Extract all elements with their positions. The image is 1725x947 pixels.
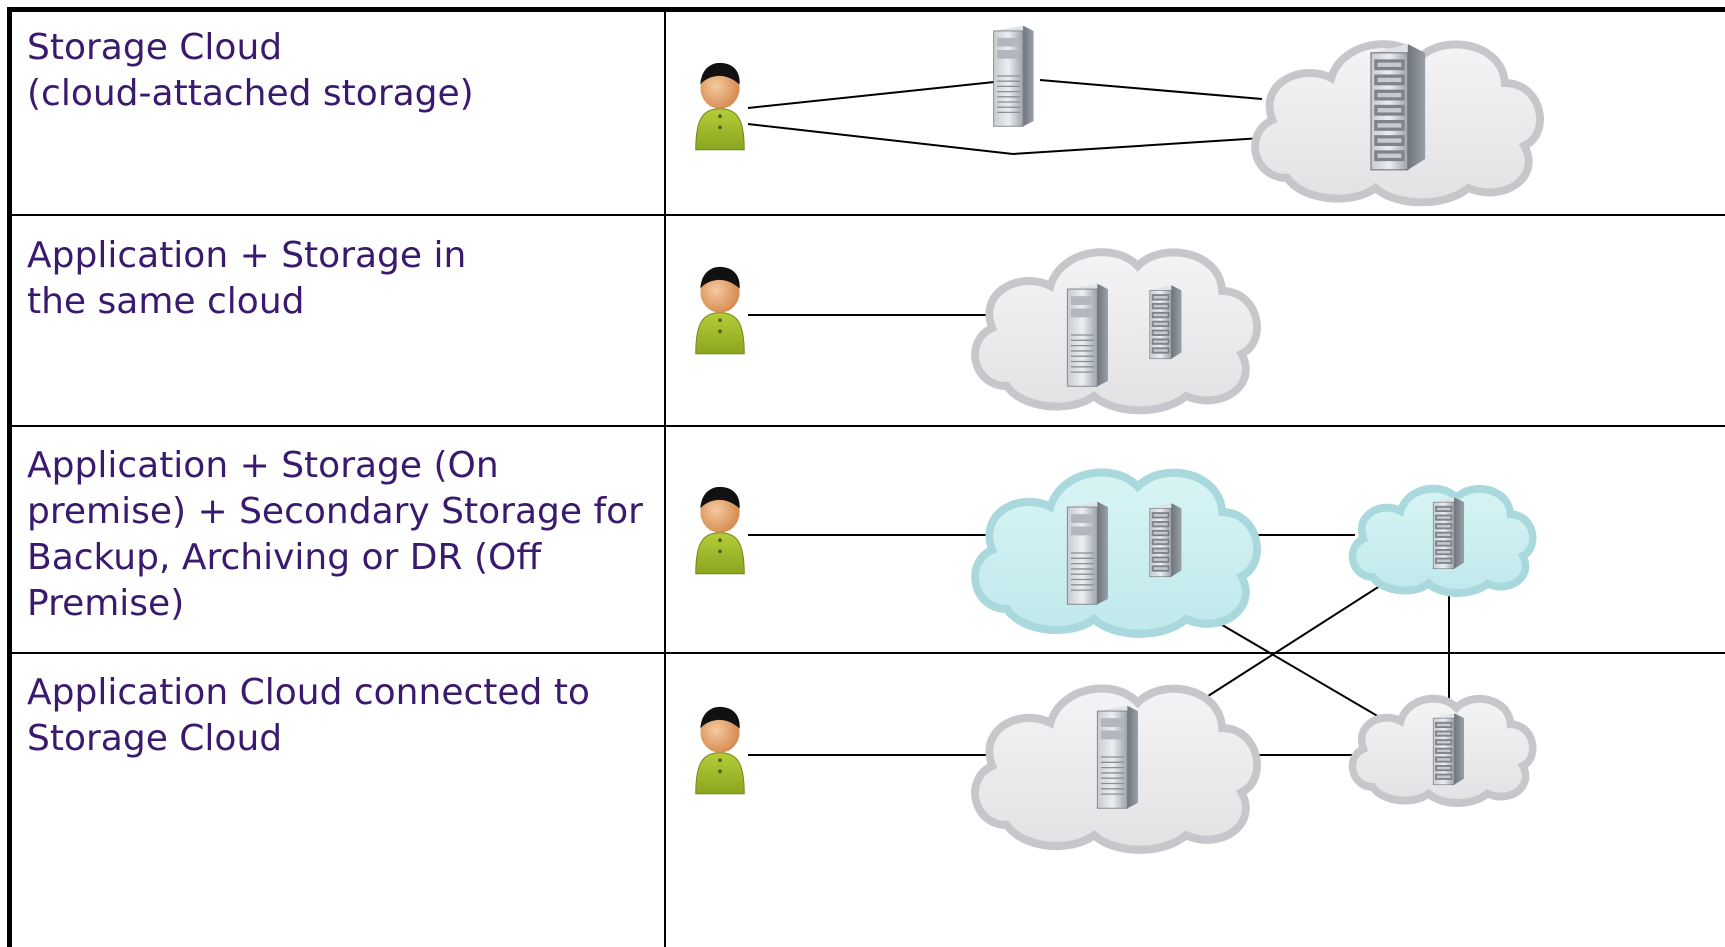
server-icon [1066, 500, 1109, 606]
row-divider-1 [7, 214, 1725, 216]
row-label-storage-cloud: Storage Cloud (cloud-attached storage) [27, 27, 474, 114]
row2-diagram [695, 252, 1257, 410]
storage-rack-icon [1370, 43, 1426, 171]
person-icon [695, 486, 745, 575]
scenario-table [7, 7, 1725, 947]
column-divider [664, 7, 666, 947]
row-label-secondary-storage: Application + Storage (On premise) + Sec… [27, 445, 643, 624]
person-icon [695, 266, 745, 355]
server-icon [1066, 282, 1109, 388]
cloud-icon [975, 472, 1257, 633]
person-icon [695, 62, 745, 151]
storage-rack-icon [1149, 502, 1182, 578]
row-label-same-cloud: Application + Storage in the same cloud [27, 235, 467, 322]
person-icon [695, 706, 745, 795]
cloud-icon [975, 252, 1257, 410]
storage-rack-icon [1432, 712, 1465, 786]
row1-diagram [695, 24, 1540, 203]
storage-rack-icon [1149, 284, 1182, 360]
row3-row4-diagram [695, 472, 1533, 849]
row-divider-3 [7, 652, 1725, 654]
server-icon [992, 24, 1035, 128]
server-icon [1096, 704, 1139, 810]
row-label-app-to-storage-cloud: Application Cloud connected to Storage C… [27, 672, 590, 759]
storage-rack-icon [1432, 496, 1465, 570]
row-divider-2 [7, 425, 1725, 427]
